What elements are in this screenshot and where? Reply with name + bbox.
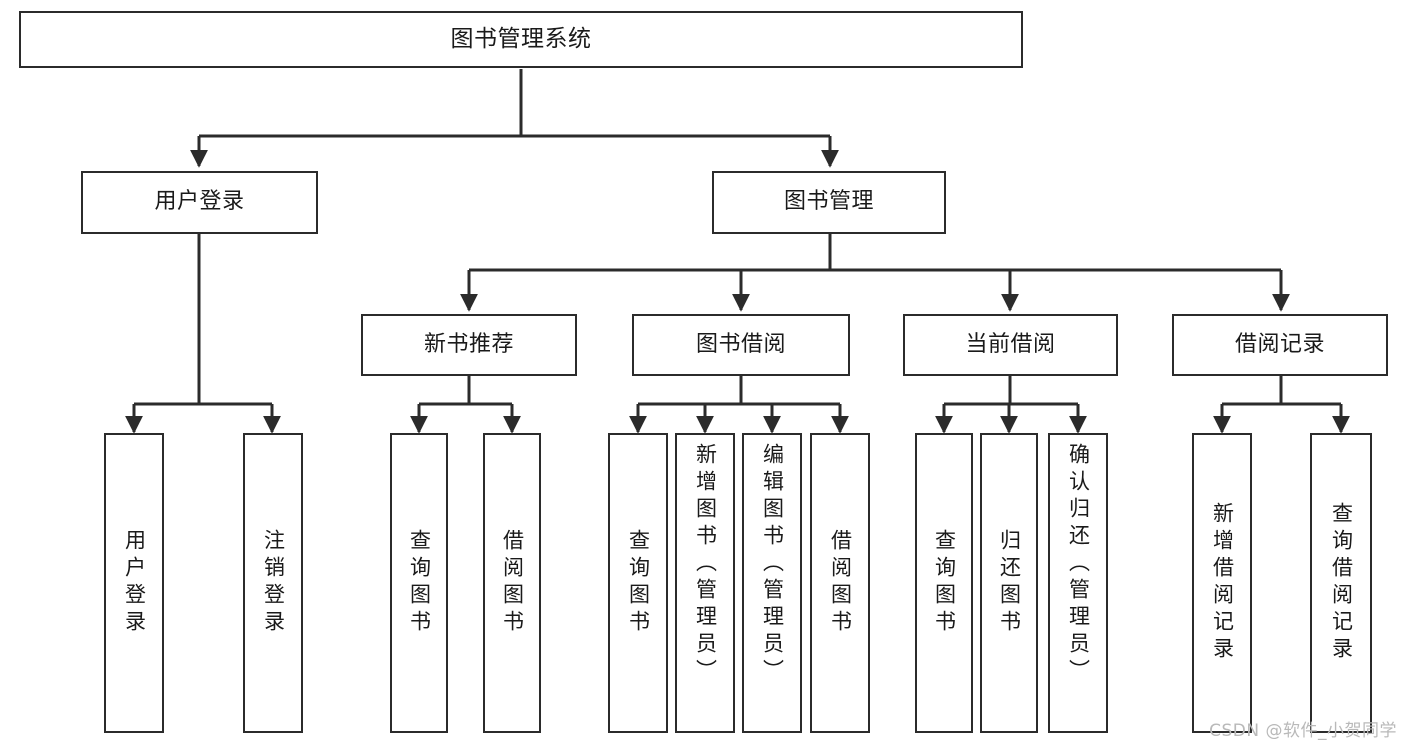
node-label: 借阅图书 [828,529,853,637]
node-book-borrow[interactable]: 图书借阅 [632,314,850,376]
node-label: 新增图书（管理员） [693,443,718,686]
leaf-current-query-book[interactable]: 查询图书 [915,433,973,733]
node-label: 用户登录 [122,529,147,637]
node-current-borrow[interactable]: 当前借阅 [903,314,1118,376]
node-borrow-record[interactable]: 借阅记录 [1172,314,1388,376]
node-label: 归还图书 [997,529,1022,637]
leaf-record-add-record[interactable]: 新增借阅记录 [1192,433,1252,733]
leaf-borrow-edit-book-admin[interactable]: 编辑图书（管理员） [742,433,802,733]
node-label: 图书管理 [783,189,874,215]
leaf-borrow-query-book[interactable]: 查询图书 [608,433,668,733]
node-label: 借阅图书 [500,529,525,637]
node-label: 借阅记录 [1234,331,1325,357]
node-user-login[interactable]: 用户登录 [81,171,318,234]
node-label: 用户登录 [154,189,245,215]
node-label: 注销登录 [261,529,286,637]
node-label: 图书管理系统 [450,25,592,52]
node-label: 图书借阅 [695,331,786,357]
node-label: 查询借阅记录 [1329,502,1354,664]
node-label: 新书推荐 [423,331,514,357]
node-book-management[interactable]: 图书管理 [712,171,946,234]
node-label: 编辑图书（管理员） [760,443,785,686]
leaf-borrow-add-book-admin[interactable]: 新增图书（管理员） [675,433,735,733]
node-label: 新增借阅记录 [1210,502,1235,664]
leaf-record-query-record[interactable]: 查询借阅记录 [1310,433,1372,733]
leaf-user-login-login[interactable]: 用户登录 [104,433,164,733]
leaf-recommend-borrow-book[interactable]: 借阅图书 [483,433,541,733]
leaf-current-return-book[interactable]: 归还图书 [980,433,1038,733]
leaf-recommend-query-book[interactable]: 查询图书 [390,433,448,733]
leaf-borrow-borrow-book[interactable]: 借阅图书 [810,433,870,733]
node-label: 查询图书 [626,529,651,637]
node-label: 查询图书 [407,529,432,637]
node-label: 当前借阅 [965,331,1056,357]
leaf-current-confirm-return-admin[interactable]: 确认归还（管理员） [1048,433,1108,733]
node-root-system[interactable]: 图书管理系统 [19,11,1023,68]
node-label: 查询图书 [932,529,957,637]
csdn-watermark: CSDN @软件_小贺同学 [1209,721,1397,741]
node-label: 确认归还（管理员） [1066,443,1091,686]
leaf-user-login-logout[interactable]: 注销登录 [243,433,303,733]
node-new-book-recommend[interactable]: 新书推荐 [361,314,577,376]
